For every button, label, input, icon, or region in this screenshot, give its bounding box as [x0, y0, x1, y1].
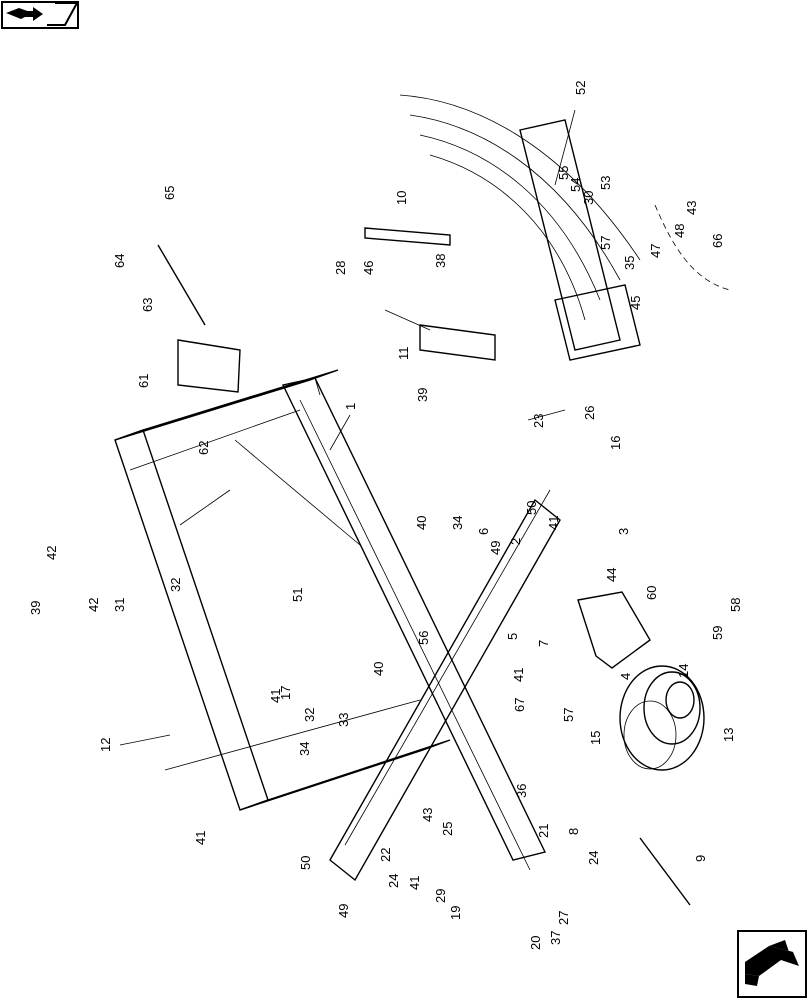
rod [157, 244, 206, 326]
callout-1: 1 [343, 403, 358, 410]
book-arrow-icon [6, 2, 79, 26]
bent-arrow-icon [745, 940, 799, 986]
callout-41e: 41 [511, 668, 526, 682]
callout-8: 8 [566, 828, 581, 835]
callout-5: 5 [505, 633, 520, 640]
callout-66: 66 [710, 234, 725, 248]
callout-50: 50 [524, 501, 539, 515]
callout-25: 25 [440, 822, 455, 836]
callout-34: 34 [450, 516, 465, 530]
side-frame [114, 369, 451, 811]
callout-59: 59 [710, 626, 725, 640]
callout-27: 27 [556, 911, 571, 925]
callout-58: 58 [728, 598, 743, 612]
callout-60: 60 [644, 586, 659, 600]
callout-40: 40 [414, 516, 429, 530]
callout-62: 62 [196, 441, 211, 455]
clevis [639, 837, 691, 906]
callout-31: 31 [112, 598, 127, 612]
callout-43: 43 [684, 201, 699, 215]
callout-24b: 24 [586, 851, 601, 865]
callout-26: 26 [582, 406, 597, 420]
callout-67: 67 [512, 698, 527, 712]
callout-30: 30 [581, 191, 596, 205]
callout-41: 41 [546, 516, 561, 530]
callout-50b: 50 [298, 856, 313, 870]
drawbar-frame [281, 377, 547, 871]
callout-9: 9 [693, 855, 708, 862]
callout-34b: 34 [297, 742, 312, 756]
wheel-fork [577, 591, 651, 669]
callout-52: 52 [573, 81, 588, 95]
callout-38: 38 [433, 254, 448, 268]
previous-page-button[interactable] [1, 1, 79, 29]
safety-chain [654, 204, 731, 291]
callout-20: 20 [528, 936, 543, 950]
callout-39: 39 [28, 601, 43, 615]
callout-44: 44 [604, 568, 619, 582]
callout-41d: 41 [407, 876, 422, 890]
callout-37: 37 [548, 931, 563, 945]
callout-55: 55 [556, 166, 571, 180]
callout-4: 4 [618, 673, 633, 680]
callout-53: 53 [598, 176, 613, 190]
jack-stand [364, 227, 496, 361]
callout-42b: 42 [86, 598, 101, 612]
cross-beam [329, 489, 561, 882]
callout-48: 48 [672, 224, 687, 238]
callout-63: 63 [140, 298, 155, 312]
callout-16: 16 [608, 436, 623, 450]
callout-42: 42 [44, 546, 59, 560]
callout-29: 29 [433, 889, 448, 903]
callout-45: 45 [628, 296, 643, 310]
callout-28: 28 [333, 261, 348, 275]
callout-49: 49 [488, 541, 503, 555]
callout-6: 6 [476, 528, 491, 535]
callout-23: 23 [531, 414, 546, 428]
next-page-button[interactable] [737, 930, 807, 998]
callout-32: 32 [168, 578, 183, 592]
callout-36: 36 [514, 784, 529, 798]
callout-39b: 39 [415, 388, 430, 402]
callout-24: 24 [386, 874, 401, 888]
callout-17: 17 [278, 686, 293, 700]
callout-51: 51 [290, 588, 305, 602]
callout-49b: 49 [336, 904, 351, 918]
leader-lines [119, 109, 576, 746]
callout-54: 54 [568, 178, 583, 192]
callout-19: 19 [448, 906, 463, 920]
callout-57b: 57 [561, 708, 576, 722]
callout-13: 13 [721, 728, 736, 742]
callout-labels: 1 2 3 4 5 6 7 8 9 10 11 12 13 14 15 16 1… [28, 81, 743, 950]
callout-10: 10 [394, 191, 409, 205]
callout-33: 33 [336, 713, 351, 727]
callout-35: 35 [622, 256, 637, 270]
callout-22: 22 [378, 848, 393, 862]
callout-21: 21 [536, 824, 551, 838]
hitch-tongue [399, 94, 641, 361]
callout-3: 3 [616, 528, 631, 535]
callout-65: 65 [162, 186, 177, 200]
callout-41b: 41 [268, 689, 283, 703]
callout-2: 2 [508, 538, 523, 545]
callout-43b: 43 [420, 808, 435, 822]
callout-12: 12 [98, 738, 113, 752]
wheel [619, 665, 705, 771]
callout-15: 15 [588, 731, 603, 745]
callout-61: 61 [136, 374, 151, 388]
callout-32b: 32 [302, 708, 317, 722]
plate [177, 339, 241, 393]
callout-14: 14 [676, 664, 691, 678]
callout-56: 56 [416, 631, 431, 645]
callout-46: 46 [361, 261, 376, 275]
callout-57: 57 [598, 236, 613, 250]
callout-7: 7 [536, 640, 551, 647]
callout-47: 47 [648, 244, 663, 258]
callout-11: 11 [396, 347, 411, 361]
callout-40b: 40 [371, 662, 386, 676]
callout-41c: 41 [193, 831, 208, 845]
callout-64: 64 [112, 254, 127, 268]
